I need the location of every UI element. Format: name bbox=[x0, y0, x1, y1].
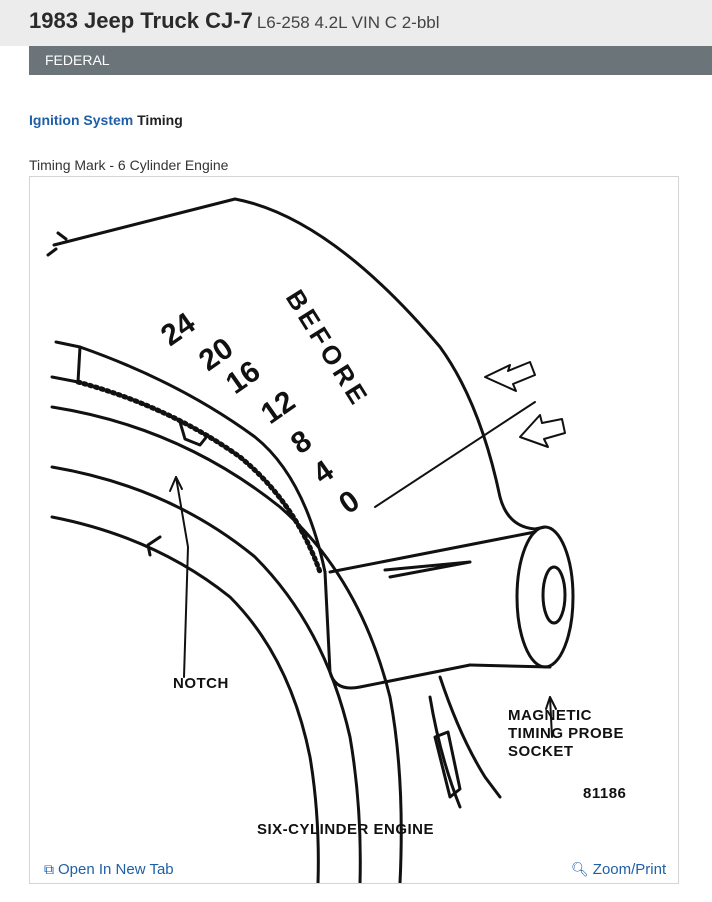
scale-number-8: 8 bbox=[285, 424, 318, 461]
section-bar: FEDERAL bbox=[29, 46, 712, 75]
zoom-print-link[interactable]: 🔍︎Zoom/Print bbox=[571, 861, 666, 878]
before-label: BEFORE bbox=[280, 284, 376, 412]
breadcrumb-current: Timing bbox=[137, 112, 183, 128]
breadcrumb-link-ignition[interactable]: Ignition System bbox=[29, 112, 134, 128]
scale-number-0: 0 bbox=[333, 484, 366, 521]
open-new-tab-link[interactable]: ⧉Open In New Tab bbox=[44, 861, 174, 878]
timing-mark-illustration: 24 20 16 12 8 4 0 BEFORE bbox=[46, 197, 575, 883]
engine-subtitle: L6-258 4.2L VIN C 2-bbl bbox=[256, 13, 440, 32]
figure-frame: 24 20 16 12 8 4 0 BEFORE NOTCH MAGNETIC … bbox=[29, 176, 679, 884]
scale-number-24: 24 bbox=[155, 306, 202, 352]
external-window-icon: ⧉ bbox=[44, 861, 54, 877]
figure-number: 81186 bbox=[583, 785, 627, 802]
notch-label: NOTCH bbox=[173, 675, 229, 692]
scale-number-12: 12 bbox=[255, 385, 301, 431]
magnifier-icon: 🔍︎ bbox=[571, 861, 589, 877]
section-label: FEDERAL bbox=[45, 52, 110, 68]
engine-label: SIX-CYLINDER ENGINE bbox=[257, 821, 435, 838]
zoom-print-label: Zoom/Print bbox=[592, 861, 667, 878]
breadcrumb: Ignition System Timing bbox=[29, 112, 183, 128]
open-new-tab-label: Open In New Tab bbox=[58, 861, 174, 878]
figure-caption: Timing Mark - 6 Cylinder Engine bbox=[29, 157, 229, 173]
scale-number-4: 4 bbox=[307, 454, 340, 491]
timing-scale-numbers: 24 20 16 12 8 4 0 BEFORE bbox=[155, 284, 375, 520]
vehicle-title: 1983 Jeep Truck CJ-7 bbox=[29, 8, 253, 33]
probe-socket-label: MAGNETIC TIMING PROBE SOCKET bbox=[508, 707, 625, 760]
